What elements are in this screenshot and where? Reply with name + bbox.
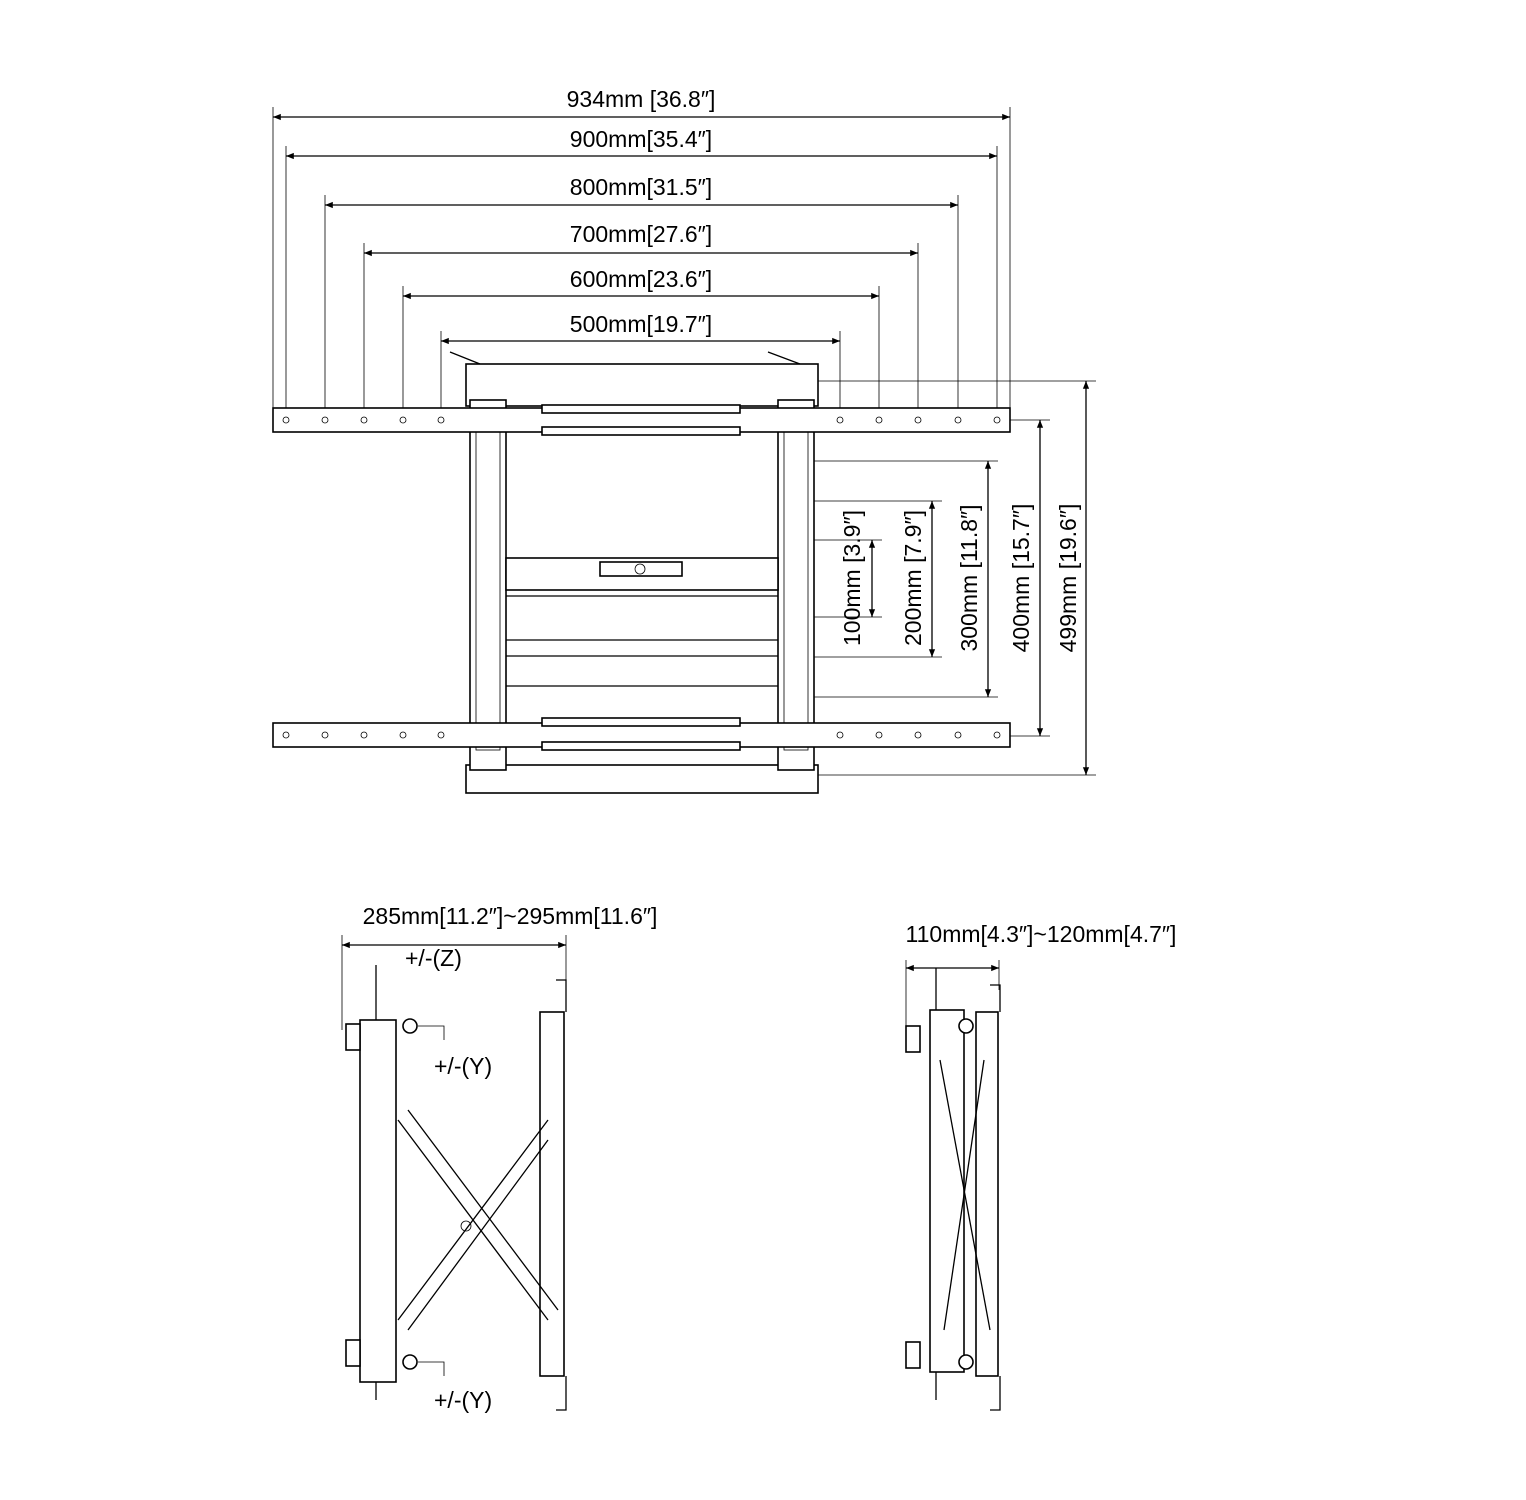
dim-label-400: 400mm [15.7″] — [1008, 504, 1034, 653]
arm-hole — [437, 416, 445, 424]
dim-label-100: 100mm [3.9″] — [839, 510, 865, 646]
arm-hole — [360, 731, 368, 739]
top-wall-plate — [465, 363, 819, 794]
dim-label-900: 900mm[35.4″] — [570, 126, 712, 152]
extended-depth-label: 285mm[11.2″]~295mm[11.6″] — [363, 903, 658, 929]
side-view-extended — [341, 935, 567, 1411]
arm-hole — [836, 731, 844, 739]
arm-hole — [437, 731, 445, 739]
collapsed-depth-label: 110mm[4.3″]~120mm[4.7″] — [906, 921, 1177, 947]
dim-label-499: 499mm [19.6″] — [1055, 504, 1081, 653]
dim-label-700: 700mm[27.6″] — [570, 221, 712, 247]
y-adjust-top-label: +/-(Y) — [434, 1053, 492, 1079]
arm-holes — [282, 416, 1001, 739]
front-view — [272, 107, 1096, 794]
horizontal-dimensions — [272, 107, 1011, 420]
arm-hole — [321, 731, 329, 739]
side-view-collapsed — [905, 960, 1001, 1411]
lock-levers — [449, 351, 801, 365]
arm-hole — [993, 731, 1001, 739]
left-vertical-rail — [469, 399, 507, 771]
dim-label-200: 200mm [7.9″] — [900, 510, 926, 646]
arm-hole — [993, 416, 1001, 424]
arm-hole — [836, 416, 844, 424]
arm-hole — [321, 416, 329, 424]
arm-hole — [954, 416, 962, 424]
dim-label-500: 500mm[19.7″] — [570, 311, 712, 337]
z-adjust-label: +/-(Z) — [405, 945, 462, 971]
y-adjust-bottom-label: +/-(Y) — [434, 1387, 492, 1413]
arm-hole — [360, 416, 368, 424]
arm-hole — [399, 731, 407, 739]
arm-hole — [954, 731, 962, 739]
right-vertical-rail — [777, 399, 815, 771]
arm-hole — [282, 416, 290, 424]
dim-label-600: 600mm[23.6″] — [570, 266, 712, 292]
arm-hole — [399, 416, 407, 424]
arm-hole — [914, 731, 922, 739]
dim-label-800: 800mm[31.5″] — [570, 174, 712, 200]
dim-label-934: 934mm [36.8″] — [567, 86, 716, 112]
arm-hole — [914, 416, 922, 424]
dim-label-300: 300mm [11.8″] — [956, 504, 982, 651]
arm-hole — [875, 731, 883, 739]
arm-hole — [282, 731, 290, 739]
cross-members — [505, 557, 779, 687]
arm-hole — [875, 416, 883, 424]
